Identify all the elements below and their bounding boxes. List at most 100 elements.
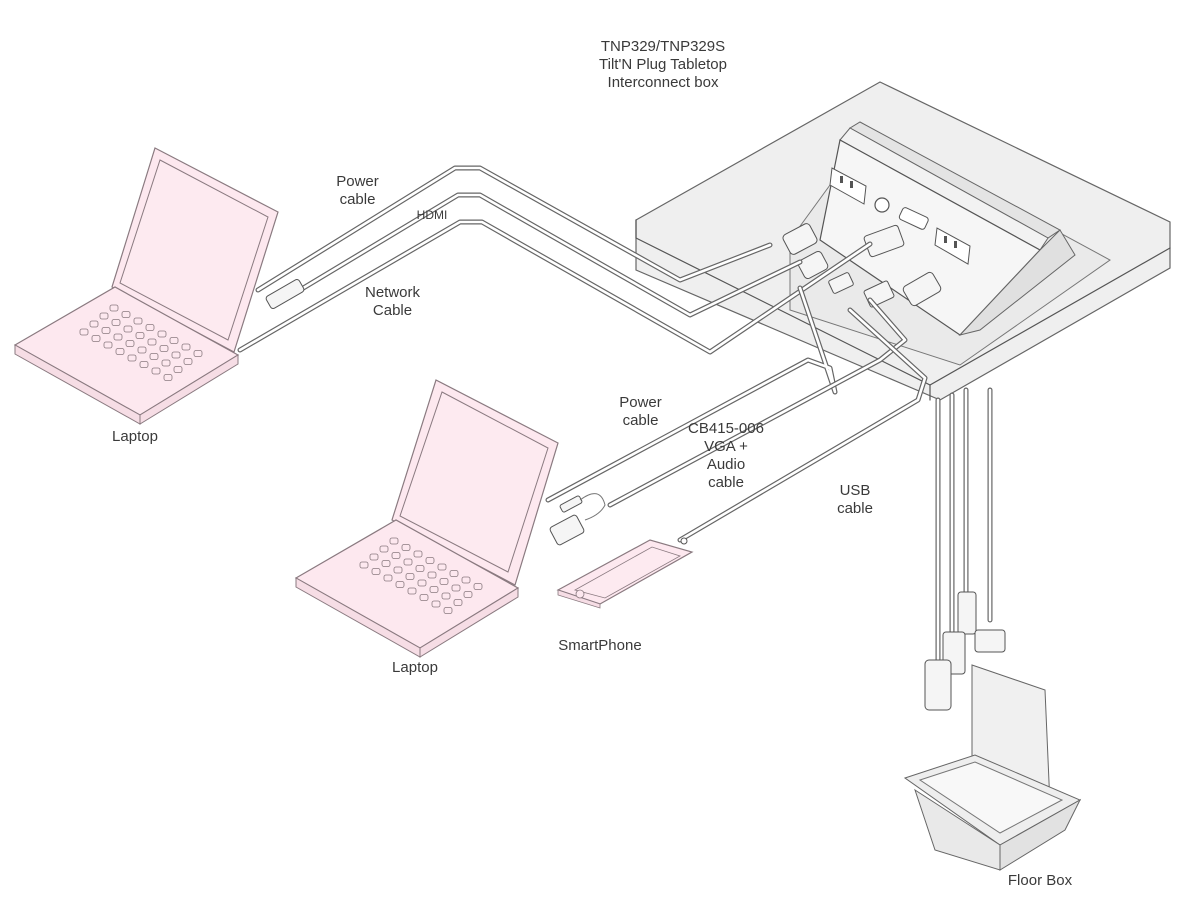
keyboard-key [419,594,429,601]
keyboard-key [181,343,191,351]
vga-port-icon [898,207,929,230]
keyboard-key [417,579,427,587]
keyboard-key [439,578,449,585]
label-line: Power [619,394,662,411]
cable-network [237,219,873,355]
label-line: CB415-006 [688,420,764,437]
floor-box-label: Floor Box [1007,872,1073,889]
power-cable-label-2: Power cable [608,394,673,430]
keyboard-key [121,311,131,318]
label-line: Cable [372,302,413,319]
keyboard-key [101,327,111,334]
keyboard-key [109,304,119,312]
keyboard-key [401,544,411,551]
keyboard-key [147,338,157,346]
vga-audio-cable-label: CB415-006 VGA + Audio cable [676,420,776,492]
keyboard-key [431,600,441,608]
cable-hdmi [297,192,803,318]
keyboard-key [473,583,483,590]
keyboard-key [193,350,203,357]
keyboard-key [429,586,439,593]
keyboard-key [183,358,193,365]
keyboard-key [161,359,171,367]
label-line: Audio [706,456,746,473]
keyboard-key [169,337,179,344]
power-outlet-icon [829,167,867,205]
label-line: cable [622,412,659,429]
laptop-1 [13,147,279,425]
title-line-1: TNP329/TNP329S [600,38,726,55]
power-cable-label-1: Power cable [325,173,390,209]
keyboard-key [127,354,137,362]
cable-usb [677,307,928,543]
cable-power-2 [545,285,838,503]
keyboard-key [463,591,473,598]
keyboard-key [413,550,423,558]
keyboard-key [91,335,101,342]
title-line-2: Tilt'N Plug Tabletop [599,56,727,73]
keyboard-key [151,367,161,375]
vga-audio-plugs [549,493,606,546]
keyboard-key [389,537,399,545]
keyboard-key [115,348,125,355]
keyboard-key [123,325,133,333]
smartphone-device [556,537,694,609]
keyboard-key [79,328,89,336]
keyboard-key [145,324,155,331]
usb-cable-label: USB cable [825,482,885,518]
hdmi-plug-icon [265,279,305,309]
keyboard-key [135,332,145,339]
title-line-3: Interconnect box [607,74,719,91]
keyboard-key [427,571,437,579]
label-line: Power [336,173,379,190]
cable-power-1 [255,165,773,293]
keyboard-key [163,374,173,381]
keyboard-key [133,317,143,325]
keyboard-key [391,552,401,559]
keyboard-key [111,319,121,326]
keyboard-key [443,607,453,614]
power-outlet-icon [934,227,971,265]
keyboard-key [395,581,405,588]
smartphone-label: SmartPhone [558,637,642,654]
label-line: cable [339,191,376,208]
interconnect-box [819,121,1076,336]
label-line: USB [839,482,871,499]
keyboard-key [461,576,471,584]
keyboard-key [425,557,435,564]
keyboard-key [103,341,113,349]
keyboard-key [159,345,169,352]
keyboard-key [441,592,451,600]
keyboard-key [89,320,99,328]
keyboard-key [139,361,149,368]
hdmi-label: HDMI [416,208,448,222]
keyboard-icon [359,537,483,614]
keyboard-key [415,565,425,572]
label-line: Network [364,284,420,301]
label-line: cable [837,500,873,517]
laptop-2-label: Laptop [392,659,438,676]
floor-box [903,664,1082,871]
keyboard-key [125,340,135,347]
keyboard-key [381,560,391,567]
keyboard-key [379,545,389,553]
keyboard-key [113,333,123,341]
keyboard-key [137,346,147,354]
keyboard-icon [79,304,203,381]
keyboard-key [173,366,183,373]
keyboard-key [157,330,167,338]
label-line: cable [708,474,744,491]
keyboard-key [405,573,415,580]
keyboard-key [451,584,461,592]
keyboard-key [407,587,417,595]
cables-to-floor [924,387,1006,711]
keyboard-key [393,566,403,574]
label-line: VGA + [704,438,748,455]
keyboard-key [449,570,459,577]
keyboard-key [371,568,381,575]
keyboard-key [437,563,447,571]
audio-jack-icon [874,197,890,213]
keyboard-key [149,353,159,360]
keyboard-key [99,312,109,320]
